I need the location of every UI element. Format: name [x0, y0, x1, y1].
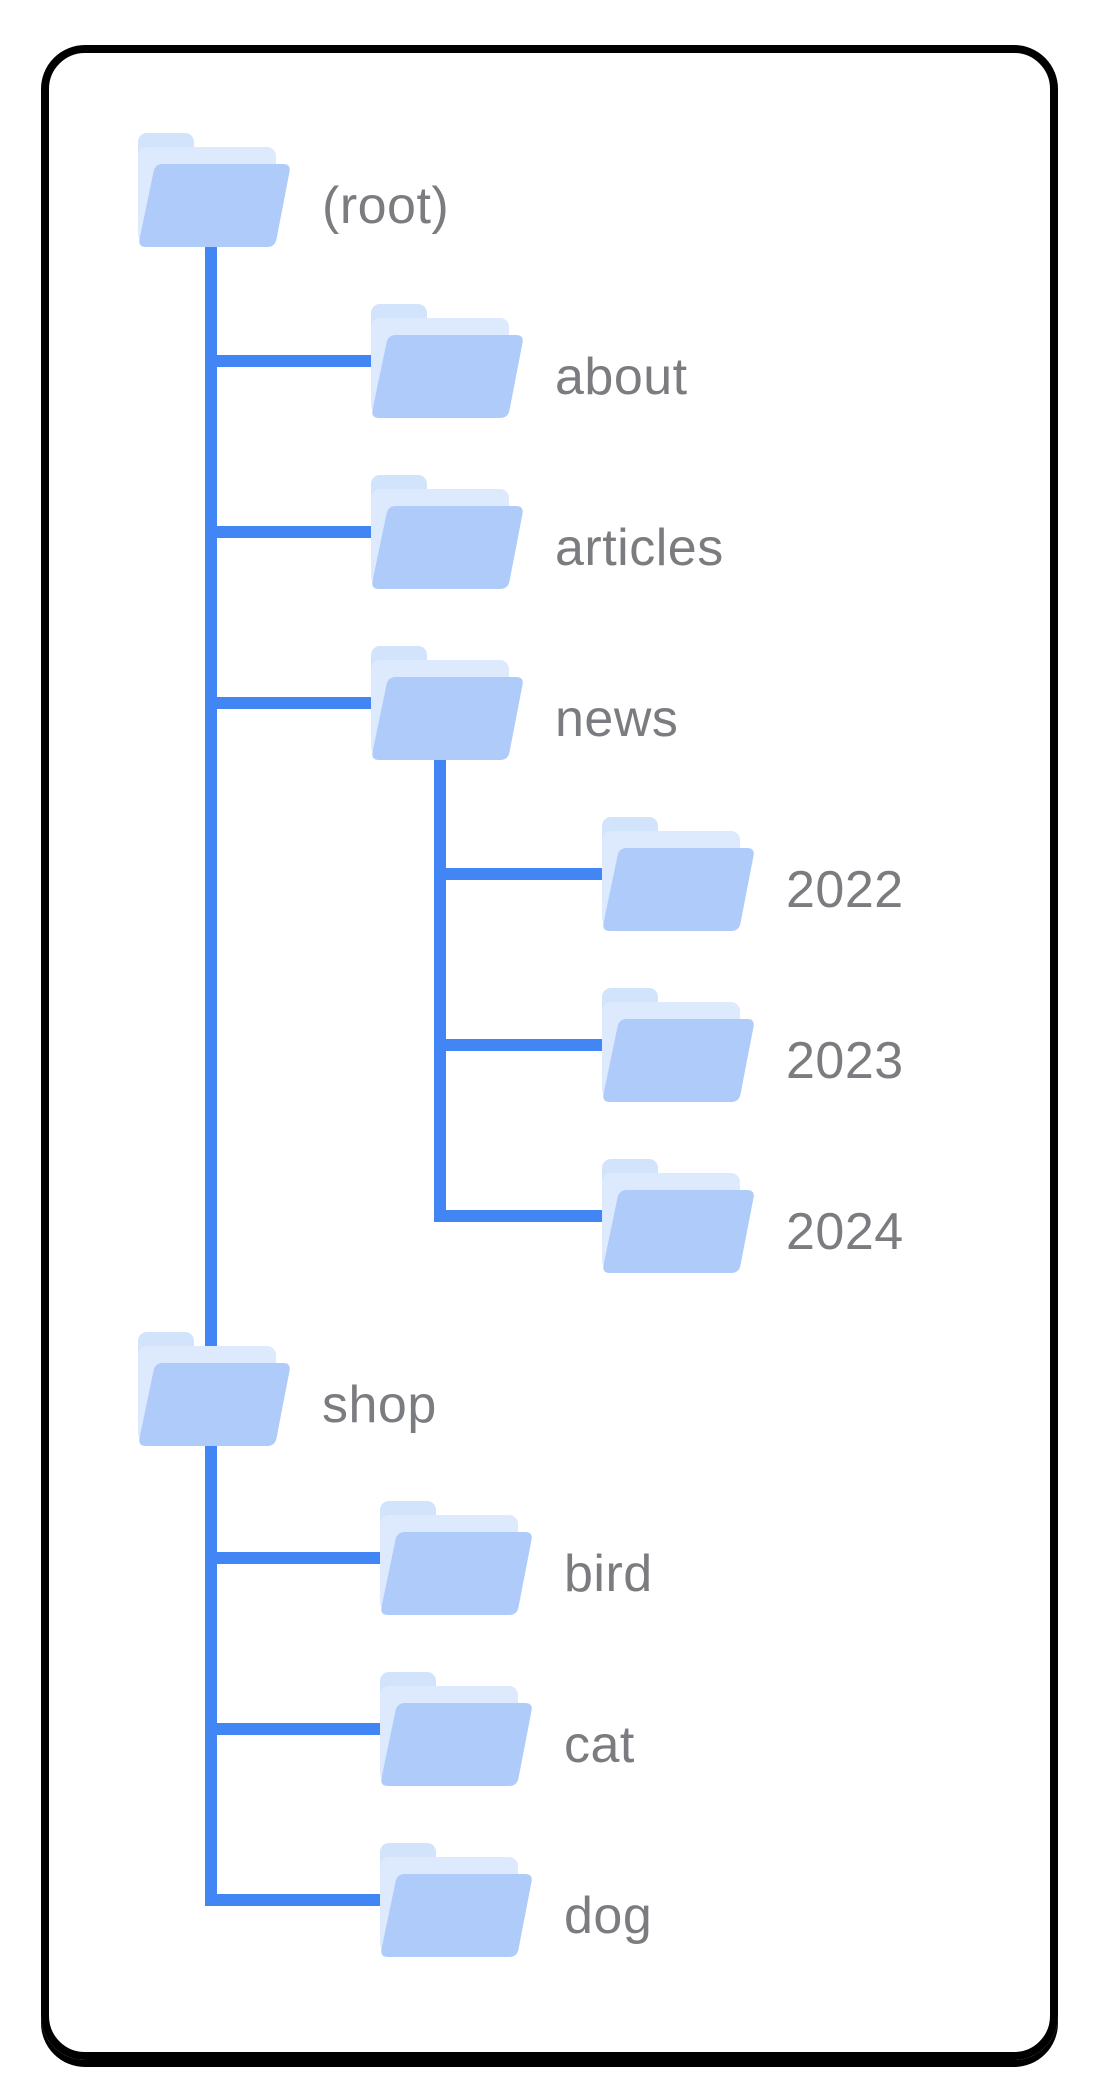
connector-branch-news: [205, 697, 379, 709]
folder-icon: [371, 304, 523, 418]
connector-branch-2024: [434, 1210, 610, 1222]
folder-node-dog: dog: [380, 1843, 652, 1957]
folder-node-2022: 2022: [602, 817, 903, 931]
folder-icon: [380, 1672, 532, 1786]
folder-label-2024: 2024: [786, 1203, 904, 1261]
folder-label-bird: bird: [564, 1545, 653, 1603]
folder-label-2022: 2022: [786, 861, 904, 919]
connector-branch-2022: [434, 868, 610, 880]
connector-branch-dog: [205, 1894, 388, 1906]
connector-branch-cat: [205, 1723, 388, 1735]
folder-node-about: about: [371, 304, 687, 418]
folder-node-root: (root): [138, 133, 449, 247]
folder-label-root: (root): [322, 177, 450, 235]
connector-branch-articles: [205, 526, 379, 538]
folder-label-shop: shop: [322, 1376, 437, 1434]
folder-icon: [380, 1843, 532, 1957]
folder-icon: [371, 646, 523, 760]
diagram-card-border: [41, 45, 1058, 2060]
connector-trunk-news: [434, 755, 446, 1222]
folder-node-2024: 2024: [602, 1159, 903, 1273]
folder-label-dog: dog: [564, 1887, 653, 1945]
folder-icon: [602, 817, 754, 931]
folder-label-about: about: [555, 348, 688, 406]
folder-label-2023: 2023: [786, 1032, 904, 1090]
folder-label-news: news: [555, 690, 679, 748]
folder-icon: [138, 1332, 290, 1446]
folder-icon: [138, 133, 290, 247]
folder-icon: [371, 475, 523, 589]
folder-icon: [380, 1501, 532, 1615]
folder-node-2023: 2023: [602, 988, 903, 1102]
folder-icon: [602, 988, 754, 1102]
connector-branch-2023: [434, 1039, 610, 1051]
connector-branch-about: [205, 355, 379, 367]
folder-label-articles: articles: [555, 519, 724, 577]
folder-node-cat: cat: [380, 1672, 634, 1786]
folder-node-articles: articles: [371, 475, 723, 589]
folder-node-shop: shop: [138, 1332, 436, 1446]
folder-label-cat: cat: [564, 1716, 635, 1774]
folder-icon: [602, 1159, 754, 1273]
connector-trunk-root: [205, 240, 217, 1906]
folder-node-news: news: [371, 646, 678, 760]
connector-branch-bird: [205, 1552, 388, 1564]
folder-node-bird: bird: [380, 1501, 652, 1615]
